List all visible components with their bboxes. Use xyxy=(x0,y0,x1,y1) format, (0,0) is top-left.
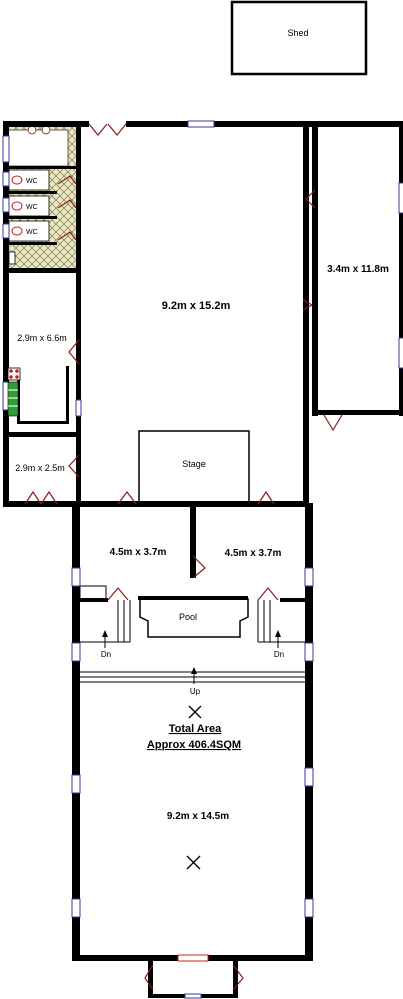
total-area-value: Approx 406.4SQM xyxy=(147,739,241,751)
wc-label: WC xyxy=(26,204,38,211)
room-label-left: 4.5m x 3.7m xyxy=(110,547,167,558)
shed-label: Shed xyxy=(287,28,308,38)
doors xyxy=(24,123,343,991)
wc-stall-3: WC xyxy=(8,220,50,242)
total-area-title: Total Area xyxy=(169,723,222,735)
stair-label-right: Dn xyxy=(274,650,284,659)
room-label-small-room: 2.9m x 2.5m xyxy=(15,463,65,473)
wc-stall-1: WC xyxy=(8,169,50,191)
stage-label: Stage xyxy=(182,459,206,469)
stair-label-up: Up xyxy=(190,687,201,696)
wc-stall-2: WC xyxy=(8,195,50,217)
pool: Pool xyxy=(139,598,249,638)
wc-label: WC xyxy=(26,229,38,236)
stage: Stage xyxy=(138,430,250,503)
room-label-side-room: 3.4m x 11.8m xyxy=(327,264,389,275)
stair-label-left: Dn xyxy=(101,650,111,659)
room-label-right: 4.5m x 3.7m xyxy=(225,548,282,559)
stair-arrow-left xyxy=(102,630,108,648)
shed: Shed xyxy=(230,0,368,76)
walls xyxy=(3,121,403,998)
kitchen-appliances xyxy=(7,367,21,417)
room-label-main-hall: 9.2m x 15.2m xyxy=(162,300,231,312)
pool-label: Pool xyxy=(179,612,197,622)
wc-label: WC xyxy=(26,178,38,185)
cross-marker-bottom xyxy=(186,855,201,870)
room-label-kitchen: 2.9m x 6.6m xyxy=(17,333,67,343)
room-label-lower-hall: 9.2m x 14.5m xyxy=(167,811,229,822)
cross-marker-top xyxy=(188,705,202,719)
windows xyxy=(2,120,403,999)
stair-arrow-up xyxy=(191,667,197,684)
stair-arrow-right xyxy=(275,630,281,648)
